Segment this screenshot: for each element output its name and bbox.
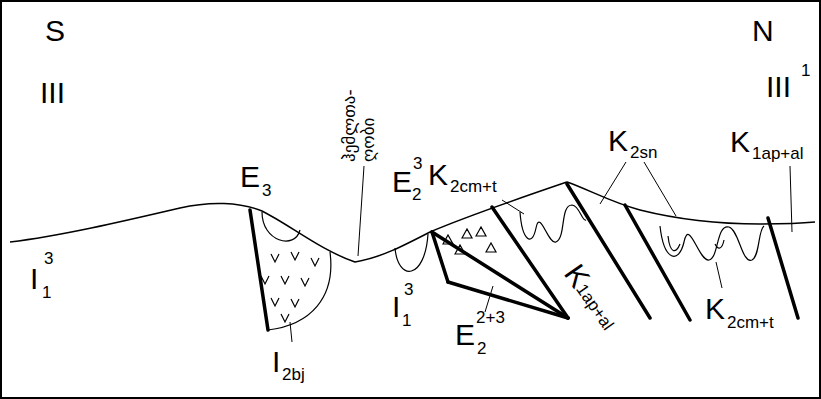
leader-line — [290, 322, 292, 342]
unit-symbol: E — [392, 165, 412, 198]
unit-symbol: K — [730, 125, 750, 158]
leader-line — [358, 166, 364, 256]
triangle-symbols — [443, 227, 496, 254]
subscript: 2cm+t — [727, 314, 774, 333]
subscript: 1ap+al — [572, 281, 617, 334]
fold-line — [660, 226, 764, 260]
section-end: S — [45, 14, 65, 47]
basin-outline — [395, 234, 428, 271]
leaders — [290, 162, 792, 342]
leader-line — [600, 162, 626, 204]
subscript: 1 — [42, 284, 51, 303]
volcanic-pattern — [261, 252, 319, 322]
subscript: 3 — [262, 182, 271, 201]
unit-symbol: I — [392, 290, 400, 323]
contacts — [262, 205, 764, 330]
unit-symbol: E — [455, 318, 475, 351]
leader-line — [790, 166, 792, 232]
intrusion-boundary — [268, 252, 331, 330]
unit-symbol: K — [428, 158, 448, 191]
subscript: 1ap+al — [752, 145, 804, 164]
superscript: 3 — [404, 281, 413, 300]
unit-symbol: E — [240, 160, 260, 193]
v-symbols — [261, 252, 319, 322]
subscript: 1 — [402, 312, 411, 331]
superscript: 3 — [413, 155, 422, 174]
subscript: 2 — [412, 186, 421, 205]
subscript: 2cm+t — [450, 178, 497, 197]
fold-line — [668, 236, 724, 251]
subscript: 2bj — [282, 366, 305, 385]
fold-line — [520, 205, 586, 242]
fault-line — [448, 282, 568, 318]
fault-line — [768, 218, 798, 318]
place-name: ჰემლთა- ღობი — [340, 89, 377, 162]
subscript: 2sn — [630, 144, 657, 163]
superscript: 1 — [801, 62, 810, 81]
unit-symbol: I — [30, 262, 38, 295]
breccia-pattern — [443, 227, 496, 254]
fault-line — [432, 232, 568, 318]
unit-symbol: K — [608, 124, 628, 157]
superscript: 3 — [44, 250, 53, 269]
unit-symbol: K — [705, 292, 725, 325]
section-end: N — [752, 14, 774, 47]
leader-line — [502, 200, 524, 214]
unit-symbol: I — [272, 345, 280, 378]
ground-surface — [10, 182, 815, 262]
zone-number: III — [40, 76, 65, 109]
faults — [250, 184, 798, 330]
fault-line — [625, 205, 690, 320]
superscript: 2+3 — [476, 309, 505, 328]
fault-line — [492, 207, 568, 318]
zone-number: III — [766, 70, 791, 103]
leader-line — [716, 262, 722, 288]
subscript: 2 — [477, 340, 486, 359]
leader-line — [644, 162, 676, 216]
basin-outline — [262, 212, 300, 241]
